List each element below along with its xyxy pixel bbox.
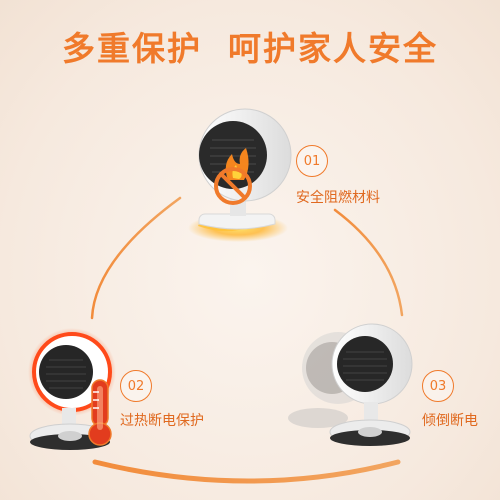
heater-right — [288, 323, 413, 446]
feature-label-03: 倾倒断电 — [422, 413, 478, 429]
feature-number-03: 03 — [422, 370, 454, 402]
connector-arc-bottom — [92, 459, 401, 484]
page-title: 多重保护呵护家人安全 — [0, 22, 500, 70]
feature-number-02: 02 — [120, 370, 152, 402]
connector-arc-left — [90, 196, 182, 320]
title-right: 呵护家人安全 — [228, 29, 438, 68]
heater-top — [188, 108, 292, 242]
no-fire-icon — [214, 167, 252, 205]
feature-label-02: 过热断电保护 — [120, 413, 204, 429]
feature-number-01: 01 — [296, 145, 328, 177]
feature-label-01: 安全阻燃材料 — [296, 190, 380, 206]
title-left: 多重保护 — [62, 29, 202, 68]
connector-arc-right — [333, 208, 404, 317]
thermometer-icon — [88, 379, 112, 446]
